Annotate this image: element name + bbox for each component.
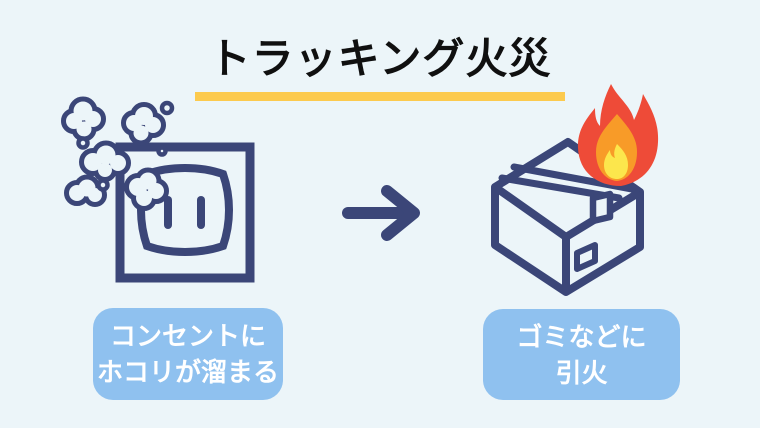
box-label bbox=[574, 242, 598, 272]
caption-line: コンセントに bbox=[109, 321, 266, 351]
caption-ignition: ゴミなどに 引火 bbox=[483, 309, 680, 400]
title-block: トラッキング火災 bbox=[0, 30, 760, 101]
arrow-right-icon bbox=[342, 185, 420, 241]
dust-cloud-icons bbox=[66, 102, 175, 207]
page-title: トラッキング火災 bbox=[194, 30, 566, 101]
caption-line: ゴミなどに bbox=[516, 321, 647, 352]
box-tape bbox=[589, 190, 614, 225]
box-edges bbox=[492, 183, 643, 292]
outlet-face bbox=[137, 164, 233, 256]
caption-line: 引火 bbox=[555, 357, 608, 388]
outlet-plate bbox=[115, 142, 255, 283]
fire-icon bbox=[577, 84, 659, 186]
caption-outlet-dust: コンセントに ホコリが溜まる bbox=[93, 308, 283, 400]
burning-box-icon bbox=[491, 84, 659, 296]
outlet-with-dust-icon bbox=[50, 92, 255, 283]
caption-line: ホコリが溜まる bbox=[96, 357, 279, 387]
